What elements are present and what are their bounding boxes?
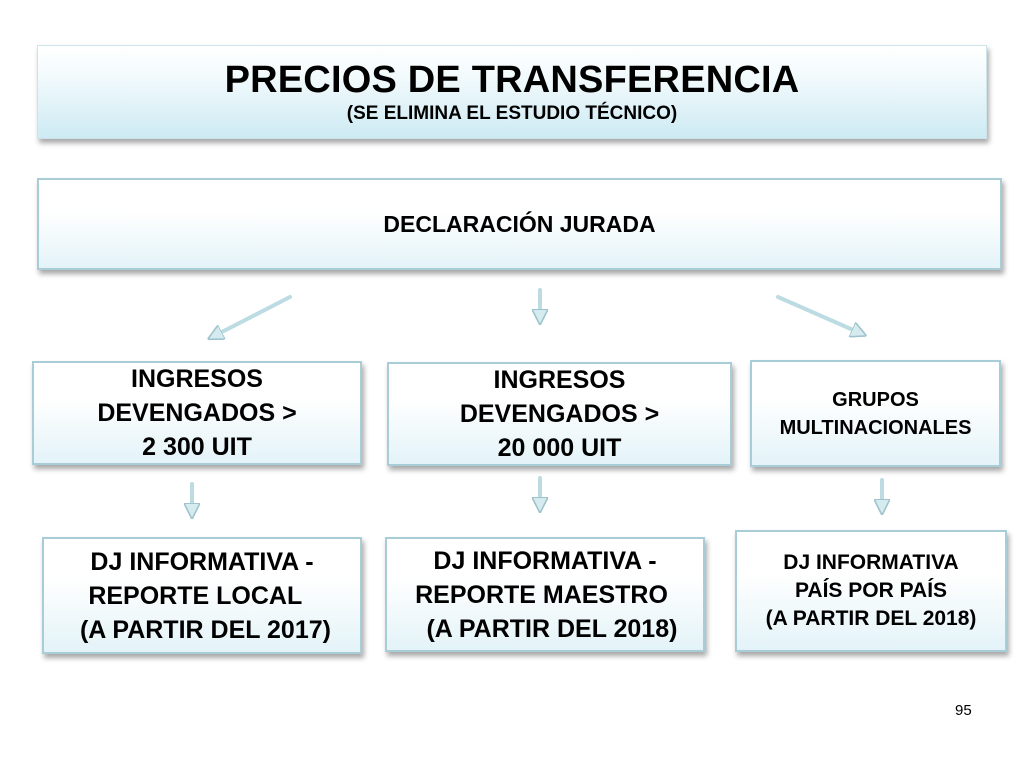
page-number: 95 (955, 702, 972, 719)
declaration-box: DECLARACIÓN JURADA (37, 178, 1002, 270)
report-line: (A PARTIR DEL 2018) (412, 614, 678, 643)
report-line: DJ INFORMATIVA - (433, 546, 657, 575)
report-line: DJ INFORMATIVA (783, 551, 959, 574)
declaration-label: DECLARACIÓN JURADA (383, 210, 656, 237)
page-subtitle: (SE ELIMINA EL ESTUDIO TÉCNICO) (346, 103, 678, 124)
report-line: PAÍS POR PAÍS (794, 579, 948, 602)
arrow-to-criteria-3 (776, 295, 860, 333)
report-line: DJ INFORMATIVA - (90, 547, 314, 576)
title-box: PRECIOS DE TRANSFERENCIA (SE ELIMINA EL … (37, 45, 987, 139)
report-box-master: DJ INFORMATIVA - REPORTE MAESTRO (A PART… (385, 537, 705, 652)
report-box-country: DJ INFORMATIVA PAÍS POR PAÍS (A PARTIR D… (735, 530, 1007, 652)
criteria-line: DEVENGADOS > (459, 400, 660, 428)
criteria-box-2300: INGRESOS DEVENGADOS > 2 300 UIT (32, 361, 362, 465)
report-line: REPORTE MAESTRO (415, 580, 675, 609)
criteria-box-multinational: GRUPOS MULTINACIONALES (750, 360, 1001, 467)
criteria-line: GRUPOS (832, 388, 919, 411)
criteria-line: INGRESOS (493, 366, 626, 394)
page-title: PRECIOS DE TRANSFERENCIA (224, 59, 800, 101)
arrow-to-criteria-1 (214, 295, 292, 336)
report-box-local: DJ INFORMATIVA - REPORTE LOCAL (A PARTIR… (42, 537, 362, 654)
criteria-line: INGRESOS (131, 365, 263, 393)
criteria-box-20000: INGRESOS DEVENGADOS > 20 000 UIT (387, 362, 732, 466)
criteria-line: MULTINACIONALES (779, 416, 972, 439)
criteria-line: DEVENGADOS > (97, 399, 297, 427)
report-line: (A PARTIR DEL 2018) (765, 607, 977, 630)
report-line: (A PARTIR DEL 2017) (73, 615, 331, 644)
report-line: REPORTE LOCAL (88, 581, 316, 610)
criteria-line: 2 300 UIT (142, 433, 252, 461)
criteria-line: 20 000 UIT (497, 434, 622, 462)
